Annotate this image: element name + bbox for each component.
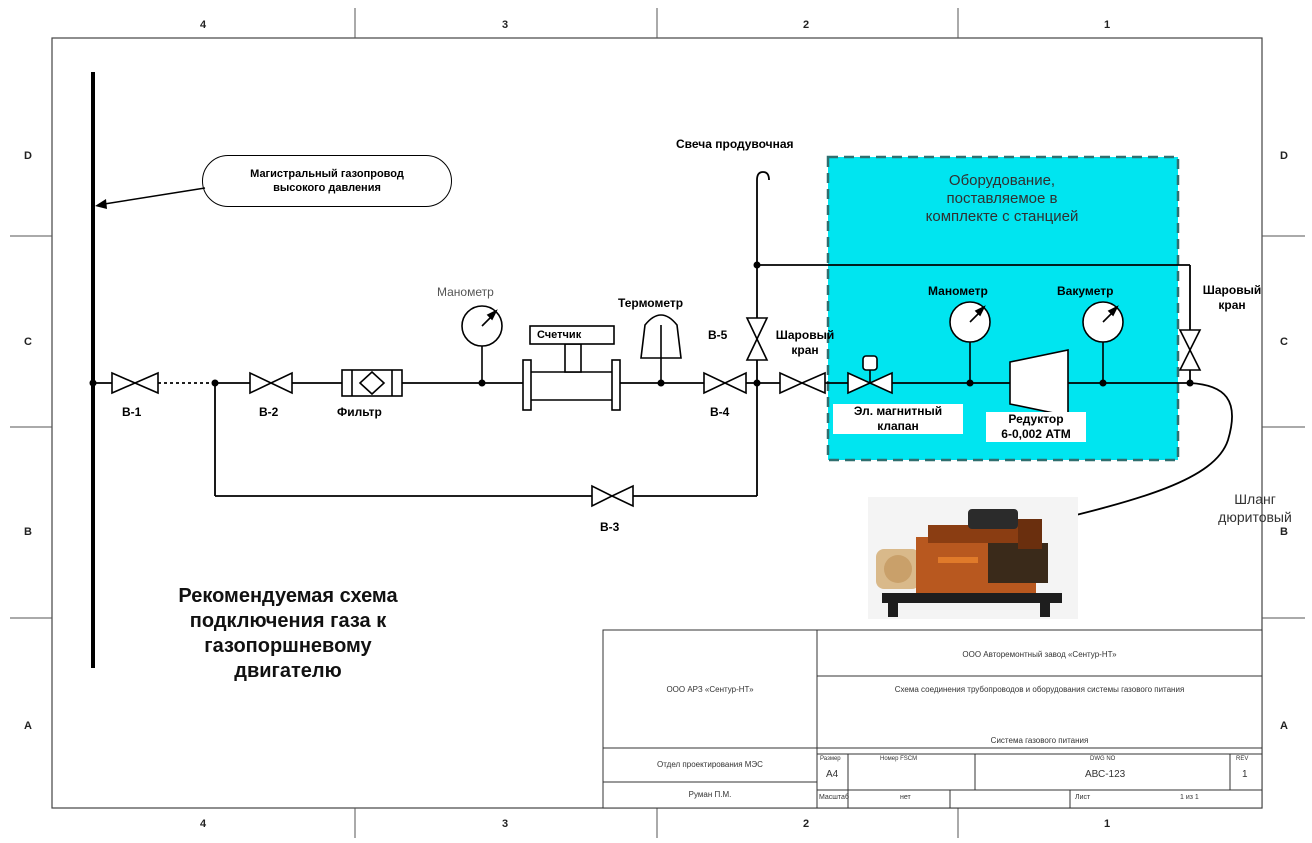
solenoid-valve-label: Эл. магнитный клапан [833, 404, 963, 434]
filter-label: Фильтр [337, 405, 382, 419]
tb-author: Руман П.М. [688, 790, 732, 799]
zone-row-b-left: B [24, 526, 32, 538]
solenoid-label-line-2: клапан [877, 419, 919, 433]
equipment-title-line-2: поставляемое в [946, 190, 1058, 207]
purge-candle-label: Свеча продувочная [676, 137, 794, 151]
tb-scale-value: нет [900, 794, 911, 801]
ball-valve[interactable] [779, 371, 826, 395]
thermometer-label: Термометр [618, 296, 684, 310]
zone-row-a-right: A [1280, 720, 1288, 732]
recommended-line-2: подключения газа к [189, 610, 387, 632]
reducer-label-line-1: Редуктор [1008, 412, 1064, 426]
valve-b1-label: В-1 [122, 405, 142, 419]
right-ball-valve-label-line-2: кран [1218, 298, 1246, 312]
solenoid-valve[interactable] [847, 355, 893, 395]
tb-rev-label: REV [1236, 756, 1249, 762]
zone-row-c-left: C [24, 336, 32, 348]
zone-row-c-right: C [1280, 336, 1288, 348]
title-block [602, 629, 1263, 809]
valve-b3-label: В-3 [600, 520, 620, 534]
valve-b2-label: В-2 [259, 405, 279, 419]
hose-label: Шланг дюритовый [1200, 490, 1310, 526]
zone-row-a-left: A [24, 720, 32, 732]
equipment-title-line-1: Оборудование, [948, 172, 1056, 189]
zone-row-d-left: D [24, 150, 32, 162]
zone-col-2-bottom: 2 [803, 818, 810, 830]
zone-col-1-top: 1 [1104, 19, 1111, 31]
callout-line-2: высокого давления [273, 182, 381, 194]
solenoid-label-line-1: Эл. магнитный [853, 404, 943, 418]
zone-row-d-right: D [1280, 150, 1288, 162]
manometer-left-label: Манометр [437, 285, 494, 299]
tb-rev-value: 1 [1242, 769, 1248, 780]
filter[interactable] [341, 369, 403, 397]
recommended-scheme-title: Рекомендуемая схема подключения газа к г… [128, 584, 448, 684]
valve-b3[interactable] [591, 484, 634, 508]
vacuum-gauge[interactable] [1082, 301, 1124, 383]
zone-col-4-top: 4 [200, 19, 207, 31]
manometer-right[interactable] [949, 301, 991, 383]
zone-row-b-right: B [1280, 526, 1288, 538]
right-ball-valve-label-line-1: Шаровый [1202, 283, 1262, 297]
equipment-zone-title: Оборудование, поставляемое в комплекте с… [832, 172, 1172, 226]
ball-valve-label-line-2: кран [791, 343, 819, 357]
vacuum-gauge-label: Вакуметр [1057, 284, 1114, 298]
equipment-title-line-3: комплекте с станцией [925, 208, 1079, 225]
zone-col-4-bottom: 4 [200, 818, 207, 830]
tb-size-value: А4 [826, 769, 839, 780]
hose-label-line-2: дюритовый [1218, 509, 1292, 525]
tb-company-full: ООО Авторемонтный завод «Сентур-НТ» [962, 650, 1117, 659]
tb-fscm-label: Номер FSCM [880, 756, 918, 762]
zone-col-2-top: 2 [803, 19, 810, 31]
zone-col-3-top: 3 [502, 19, 509, 31]
valve-b5[interactable] [745, 317, 769, 361]
zone-col-1-bottom: 1 [1104, 818, 1111, 830]
main-pipeline-callout: Магистральный газопровод высокого давлен… [202, 155, 452, 207]
recommended-line-4: двигателю [234, 660, 342, 682]
tb-department: Отдел проектирования МЭС [657, 760, 763, 769]
gas-meter[interactable] [522, 325, 621, 411]
tb-scale-label: Масштаб [819, 794, 849, 801]
ball-valve-label: Шаровый кран [770, 328, 840, 358]
callout-line-1: Магистральный газопровод [250, 168, 404, 180]
tb-size-label: Размер [820, 756, 841, 762]
valve-b5-label: В-5 [708, 328, 728, 342]
tb-dwg-value: АВС-123 [1085, 769, 1126, 780]
tb-sheet-label: Лист [1075, 794, 1091, 801]
valve-b2[interactable] [249, 371, 293, 395]
manometer-right-label: Манометр [928, 284, 988, 298]
tb-system-name: Система газового питания [990, 736, 1089, 745]
zone-col-3-bottom: 3 [502, 818, 509, 830]
callout-arrowhead [95, 199, 107, 209]
zone-ticks [10, 8, 1305, 838]
meter-label: Счетчик [537, 329, 582, 341]
valve-b4-label: В-4 [710, 405, 730, 419]
recommended-line-1: Рекомендуемая схема [178, 585, 398, 607]
reducer-label-line-2: 6-0,002 АТМ [1001, 427, 1071, 441]
valve-b4[interactable] [703, 371, 747, 395]
tb-dwg-label: DWG NO [1090, 756, 1116, 762]
valve-b1[interactable] [111, 371, 159, 395]
right-ball-valve[interactable] [1178, 329, 1202, 371]
reducer-label: Редуктор 6-0,002 АТМ [986, 412, 1086, 442]
reducer[interactable] [1009, 349, 1069, 417]
hose-label-line-1: Шланг [1234, 491, 1276, 507]
callout-leader [97, 187, 206, 206]
engine-illustration [868, 497, 1078, 619]
right-ball-valve-label: Шаровый кран [1186, 283, 1278, 313]
thermometer[interactable] [640, 314, 682, 383]
tb-sheet-value: 1 из 1 [1180, 794, 1199, 801]
manometer-left[interactable] [461, 305, 503, 383]
tb-drawing-title: Схема соединения трубопроводов и оборудо… [894, 685, 1185, 694]
ball-valve-label-line-1: Шаровый [775, 328, 835, 342]
engine-photo [868, 497, 1078, 619]
tb-company-short: ООО АРЗ «Сентур-НТ» [666, 685, 754, 694]
recommended-line-3: газопоршневому [204, 635, 372, 657]
